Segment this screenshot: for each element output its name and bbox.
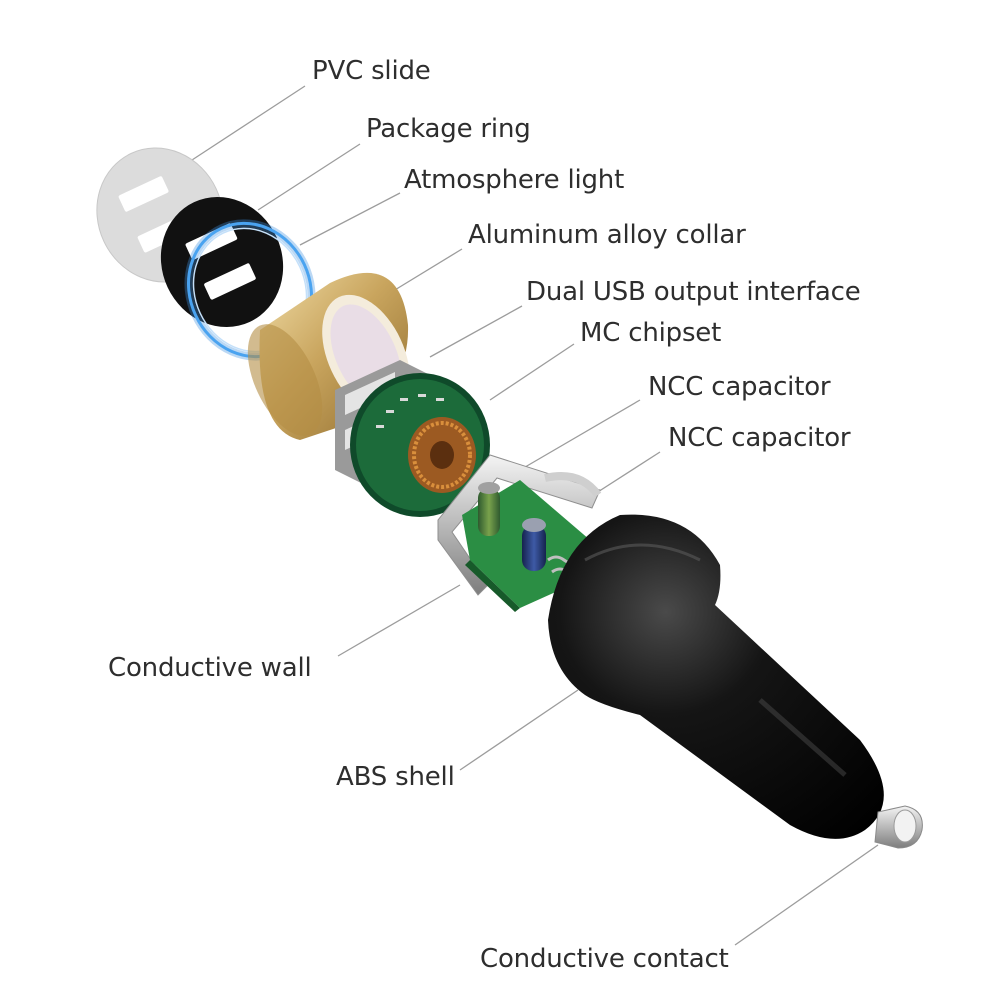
label-abs-shell: ABS shell <box>336 762 455 792</box>
leader-dual-usb <box>429 305 523 358</box>
leader-package-ring <box>257 143 361 211</box>
label-pvc-slide: PVC slide <box>312 56 431 86</box>
label-mc-chipset: MC chipset <box>580 318 722 348</box>
leader-conductive-contact <box>734 844 879 946</box>
label-atmosphere-light: Atmosphere light <box>404 165 625 195</box>
leader-ncc-capacitor-1 <box>519 399 641 471</box>
conductive-wall-part <box>437 454 602 596</box>
leader-lines <box>191 85 879 946</box>
conductive-contact-part <box>874 805 923 849</box>
leader-atmosphere-light <box>299 192 401 246</box>
leader-pvc-slide <box>191 85 306 161</box>
label-conductive-contact: Conductive contact <box>480 944 729 974</box>
leader-abs-shell <box>459 689 579 771</box>
label-ncc-capacitor-2: NCC capacitor <box>668 423 851 453</box>
leader-mc-chipset <box>489 343 575 401</box>
abs-shell-part <box>548 514 884 839</box>
label-dual-usb-output-interface: Dual USB output interface <box>526 277 861 307</box>
leader-ncc-capacitor-2 <box>589 451 661 498</box>
label-package-ring: Package ring <box>366 114 531 144</box>
leader-aluminum-collar <box>384 248 463 297</box>
label-aluminum-alloy-collar: Aluminum alloy collar <box>468 220 746 250</box>
leader-conductive-wall <box>337 584 461 657</box>
ncc-capacitor-part <box>462 480 590 612</box>
label-conductive-wall: Conductive wall <box>108 653 312 683</box>
mc-chipset-part <box>350 373 490 517</box>
label-ncc-capacitor-1: NCC capacitor <box>648 372 831 402</box>
